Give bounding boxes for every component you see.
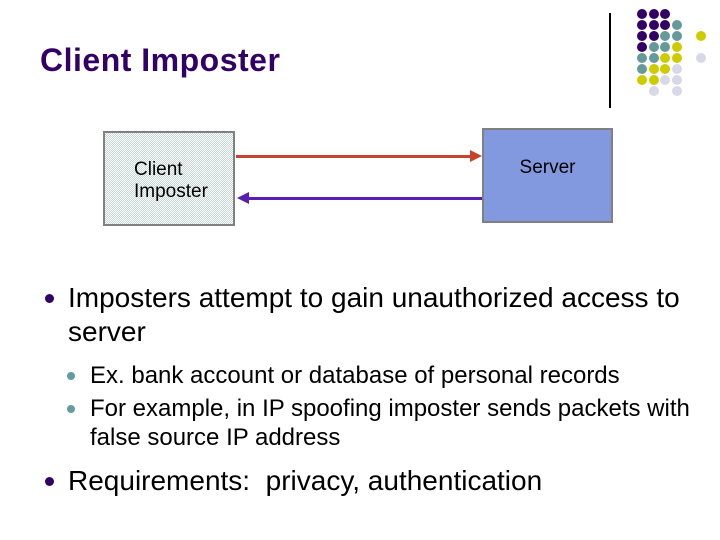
logo-dot [648,20,659,30]
client-box-label-line2: Imposter [134,181,208,202]
logo-dot [672,20,683,30]
bullet-item: Imposters attempt to gain unauthorized a… [40,281,695,349]
response-arrowhead-icon [237,192,249,204]
logo-dot [660,75,671,85]
page-title: Client Imposter [40,42,281,78]
logo-dot [648,75,659,85]
bullet-text: Requirements: privacy, authentication [68,465,543,496]
bullet-marker-icon [45,477,54,486]
dots-logo [637,9,717,109]
logo-dot [648,9,659,19]
request-arrow [236,150,482,163]
logo-dot [660,20,671,30]
logo-dot [648,42,659,52]
logo-dot [672,53,683,63]
response-arrow [237,192,482,205]
logo-dot [637,75,647,85]
logo-dot [695,31,706,41]
client-imposter-box: Client Imposter [103,131,235,226]
bullet-text: Ex. bank account or database of personal… [90,362,620,389]
logo-dot [660,42,671,52]
logo-dot [660,64,671,74]
server-box-label: Server [519,157,576,178]
logo-dot [672,86,683,96]
bullet-item: Requirements: privacy, authentication [40,464,695,498]
server-box: Server [482,128,613,223]
logo-dot [672,75,683,85]
bullet-item: Ex. bank account or database of personal… [40,361,695,390]
bullet-marker-icon [45,294,54,303]
logo-dot [660,9,671,19]
logo-dot [637,64,647,74]
logo-dot [637,20,647,30]
logo-vertical-rule [609,13,611,108]
request-arrow-line [236,155,472,158]
logo-dot [637,42,647,52]
bullet-text: Imposters attempt to gain unauthorized a… [68,282,688,347]
logo-dot [660,31,671,41]
logo-dot [648,31,659,41]
logo-dot [648,86,659,96]
logo-dot [660,53,671,63]
logo-dot [695,53,706,63]
client-box-label-line1: Client [134,159,183,180]
logo-dot [648,53,659,63]
bullet-marker-icon [67,405,75,413]
bullet-text: For example, in IP spoofing imposter sen… [90,395,697,451]
logo-dot [672,64,683,74]
logo-dot [648,64,659,74]
bullet-marker-icon [67,372,75,380]
bullet-item: For example, in IP spoofing imposter sen… [40,394,695,452]
logo-dot [672,31,683,41]
logo-dot [637,31,647,41]
logo-dot [672,42,683,52]
logo-dot [637,9,647,19]
request-arrowhead-icon [470,150,482,162]
bullet-list: Imposters attempt to gain unauthorized a… [40,281,695,498]
response-arrow-line [248,197,482,200]
logo-dot [637,53,647,63]
